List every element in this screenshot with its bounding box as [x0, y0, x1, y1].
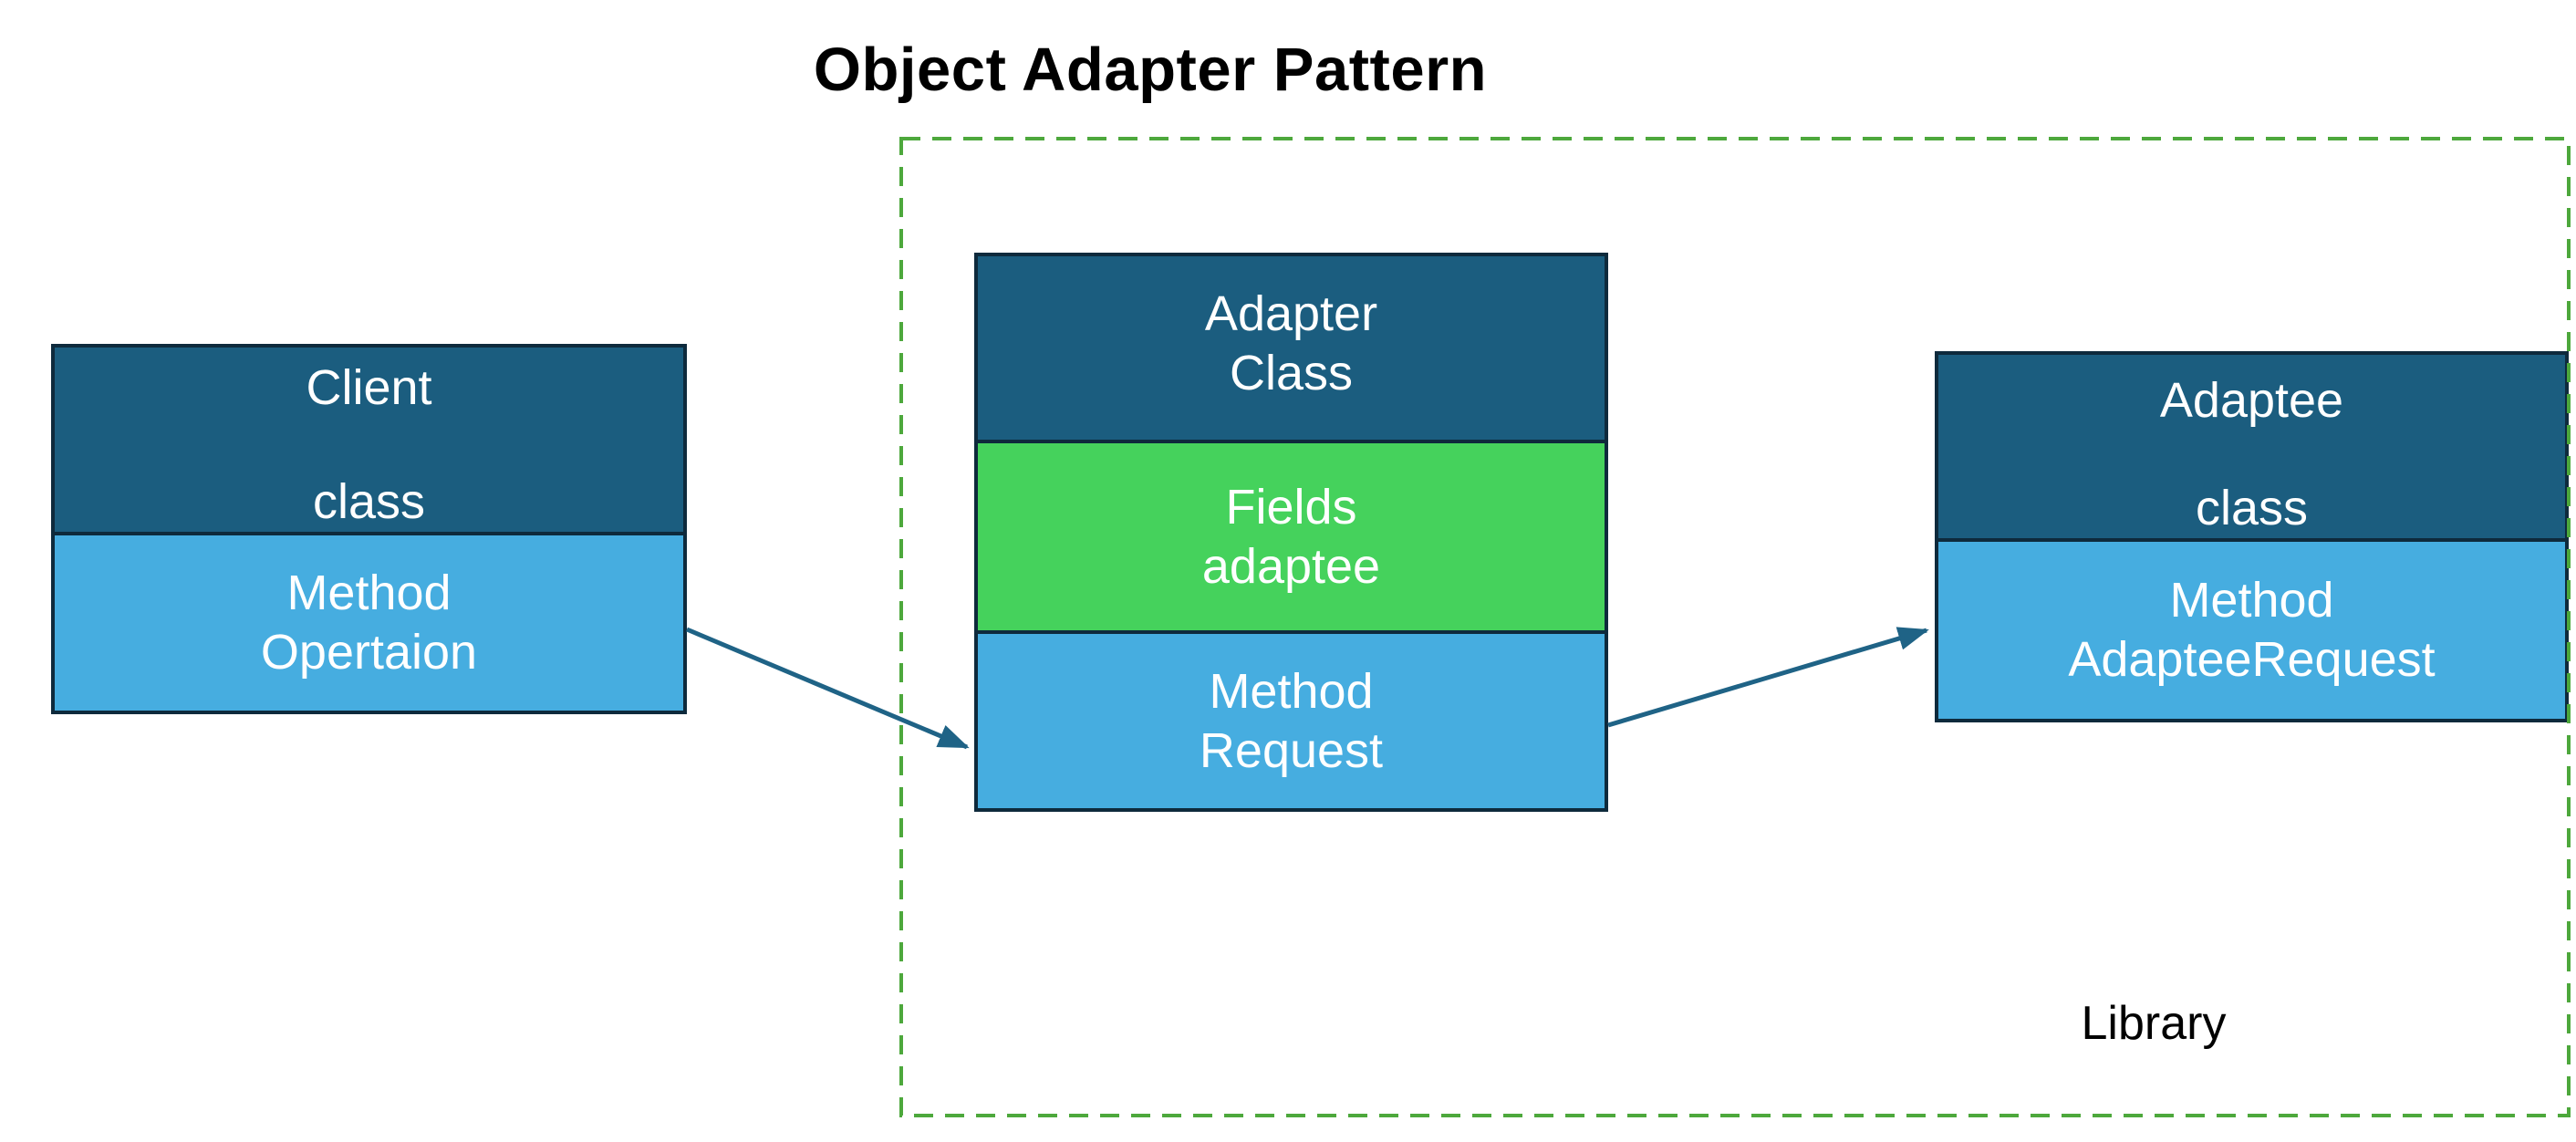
client-stereotype: class [312, 474, 426, 529]
adaptee-method-line1: Method [2169, 573, 2334, 628]
adapter-method-line1: Method [1209, 663, 1374, 719]
client-box: Client class Method Opertaion [51, 344, 687, 714]
adaptee-method-line2: AdapteeRequest [2068, 632, 2436, 687]
adapter-fields-line1: Fields [1225, 479, 1357, 535]
adaptee-header-section: Adaptee class [1938, 355, 2565, 538]
client-method-line2: Opertaion [260, 625, 478, 680]
adapter-fields-line2: adaptee [1201, 538, 1381, 594]
adapter-class-name-line2: Class [1229, 345, 1354, 400]
client-method-line1: Method [286, 566, 452, 620]
adaptee-class-name: Adaptee [2159, 373, 2344, 428]
client-class-name: Client [306, 360, 432, 415]
adapter-class-name-line1: Adapter [1204, 286, 1378, 341]
adaptee-method-section: Method AdapteeRequest [1938, 538, 2565, 719]
adapter-method-section: Method Request [978, 630, 1605, 808]
adaptee-stereotype: class [2195, 481, 2309, 535]
adapter-to-adaptee-arrow [1607, 627, 1929, 728]
adapter-header-section: Adapter Class [978, 256, 1605, 440]
diagram-title: Object Adapter Pattern [813, 36, 1488, 104]
adaptee-box: Adaptee class Method AdapteeRequest [1935, 351, 2569, 722]
adapter-fields-section: Fields adaptee [978, 440, 1605, 630]
client-header-section: Client class [55, 348, 683, 532]
client-to-adapter-arrow [686, 627, 970, 750]
library-label: Library [2081, 997, 2227, 1050]
client-method-section: Method Opertaion [55, 532, 683, 711]
adapter-method-line2: Request [1199, 722, 1384, 778]
adapter-box: Adapter Class Fields adaptee Method Requ… [974, 253, 1608, 812]
